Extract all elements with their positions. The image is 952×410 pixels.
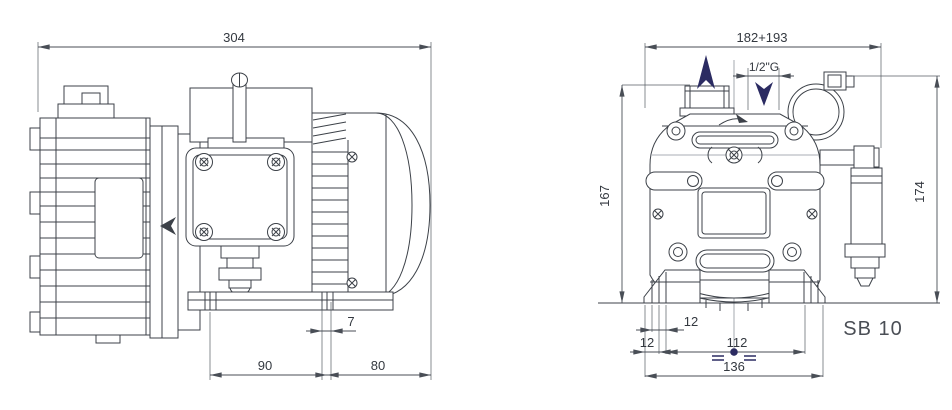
dim-foot-to-center-label: 90 — [258, 358, 272, 373]
cover-screws — [195, 153, 285, 241]
drain-plug — [218, 245, 262, 296]
symmetry-marks — [712, 355, 756, 361]
exhaust-port — [679, 85, 735, 117]
cable-gland — [844, 243, 886, 287]
side-view-dims: 304 7 90 80 — [37, 30, 432, 380]
motor-screws — [346, 151, 358, 289]
pump-head — [29, 117, 151, 344]
dim-feet-overall-label: 136 — [723, 359, 745, 374]
rotation-arrow-icon — [718, 114, 748, 126]
dim-height-left: 167 — [597, 84, 690, 304]
front-view: 182+193 1/2"G 167 174 — [597, 30, 940, 379]
model-label: SB 10 — [843, 318, 902, 340]
dim-bottom-group: 12 12 112 136 — [630, 305, 824, 379]
dim-foot-slot: 7 — [306, 302, 356, 345]
exhaust-arrow-icon — [697, 55, 715, 89]
front-view-body — [598, 55, 940, 311]
dim-foot-slot-label: 7 — [347, 314, 354, 329]
shaft-marker — [160, 217, 176, 235]
dim-center-to-end-label: 80 — [371, 358, 385, 373]
motor-body — [311, 112, 431, 298]
dim-overall-width-label: 182+193 — [737, 30, 788, 45]
terminal-box — [189, 72, 313, 149]
side-view: 304 7 90 80 — [29, 30, 432, 380]
side-view-body — [29, 72, 431, 344]
base-feet — [187, 291, 394, 311]
dim-port: 1/2"G — [733, 60, 794, 110]
dim-height-right-label: 174 — [912, 181, 927, 203]
face-plate — [645, 113, 825, 311]
dim-port-label: 1/2"G — [749, 60, 779, 74]
dim-height-right: 174 — [852, 75, 940, 304]
front-cover — [185, 147, 295, 247]
front-feet — [598, 269, 940, 304]
motor-fins — [312, 113, 349, 292]
symmetry-center-dot — [730, 348, 738, 356]
dim-overall-length: 304 — [37, 30, 432, 380]
dim-slot-lower-label: 12 — [640, 335, 654, 350]
dim-overall-width: 182+193 — [644, 30, 882, 148]
dim-height-left-label: 167 — [597, 185, 612, 207]
oil-cap — [57, 85, 115, 119]
front-view-dims: 182+193 1/2"G 167 174 — [597, 30, 940, 379]
dim-holes-span-label: 112 — [727, 335, 748, 350]
side-fitting — [819, 145, 880, 170]
terminal-side-box — [850, 167, 883, 245]
dim-feet-spacing: 90 80 — [209, 312, 432, 380]
dim-overall-length-label: 304 — [223, 30, 245, 45]
suction-arrow-icon — [755, 82, 773, 106]
dim-slot-upper-label: 12 — [684, 314, 698, 329]
